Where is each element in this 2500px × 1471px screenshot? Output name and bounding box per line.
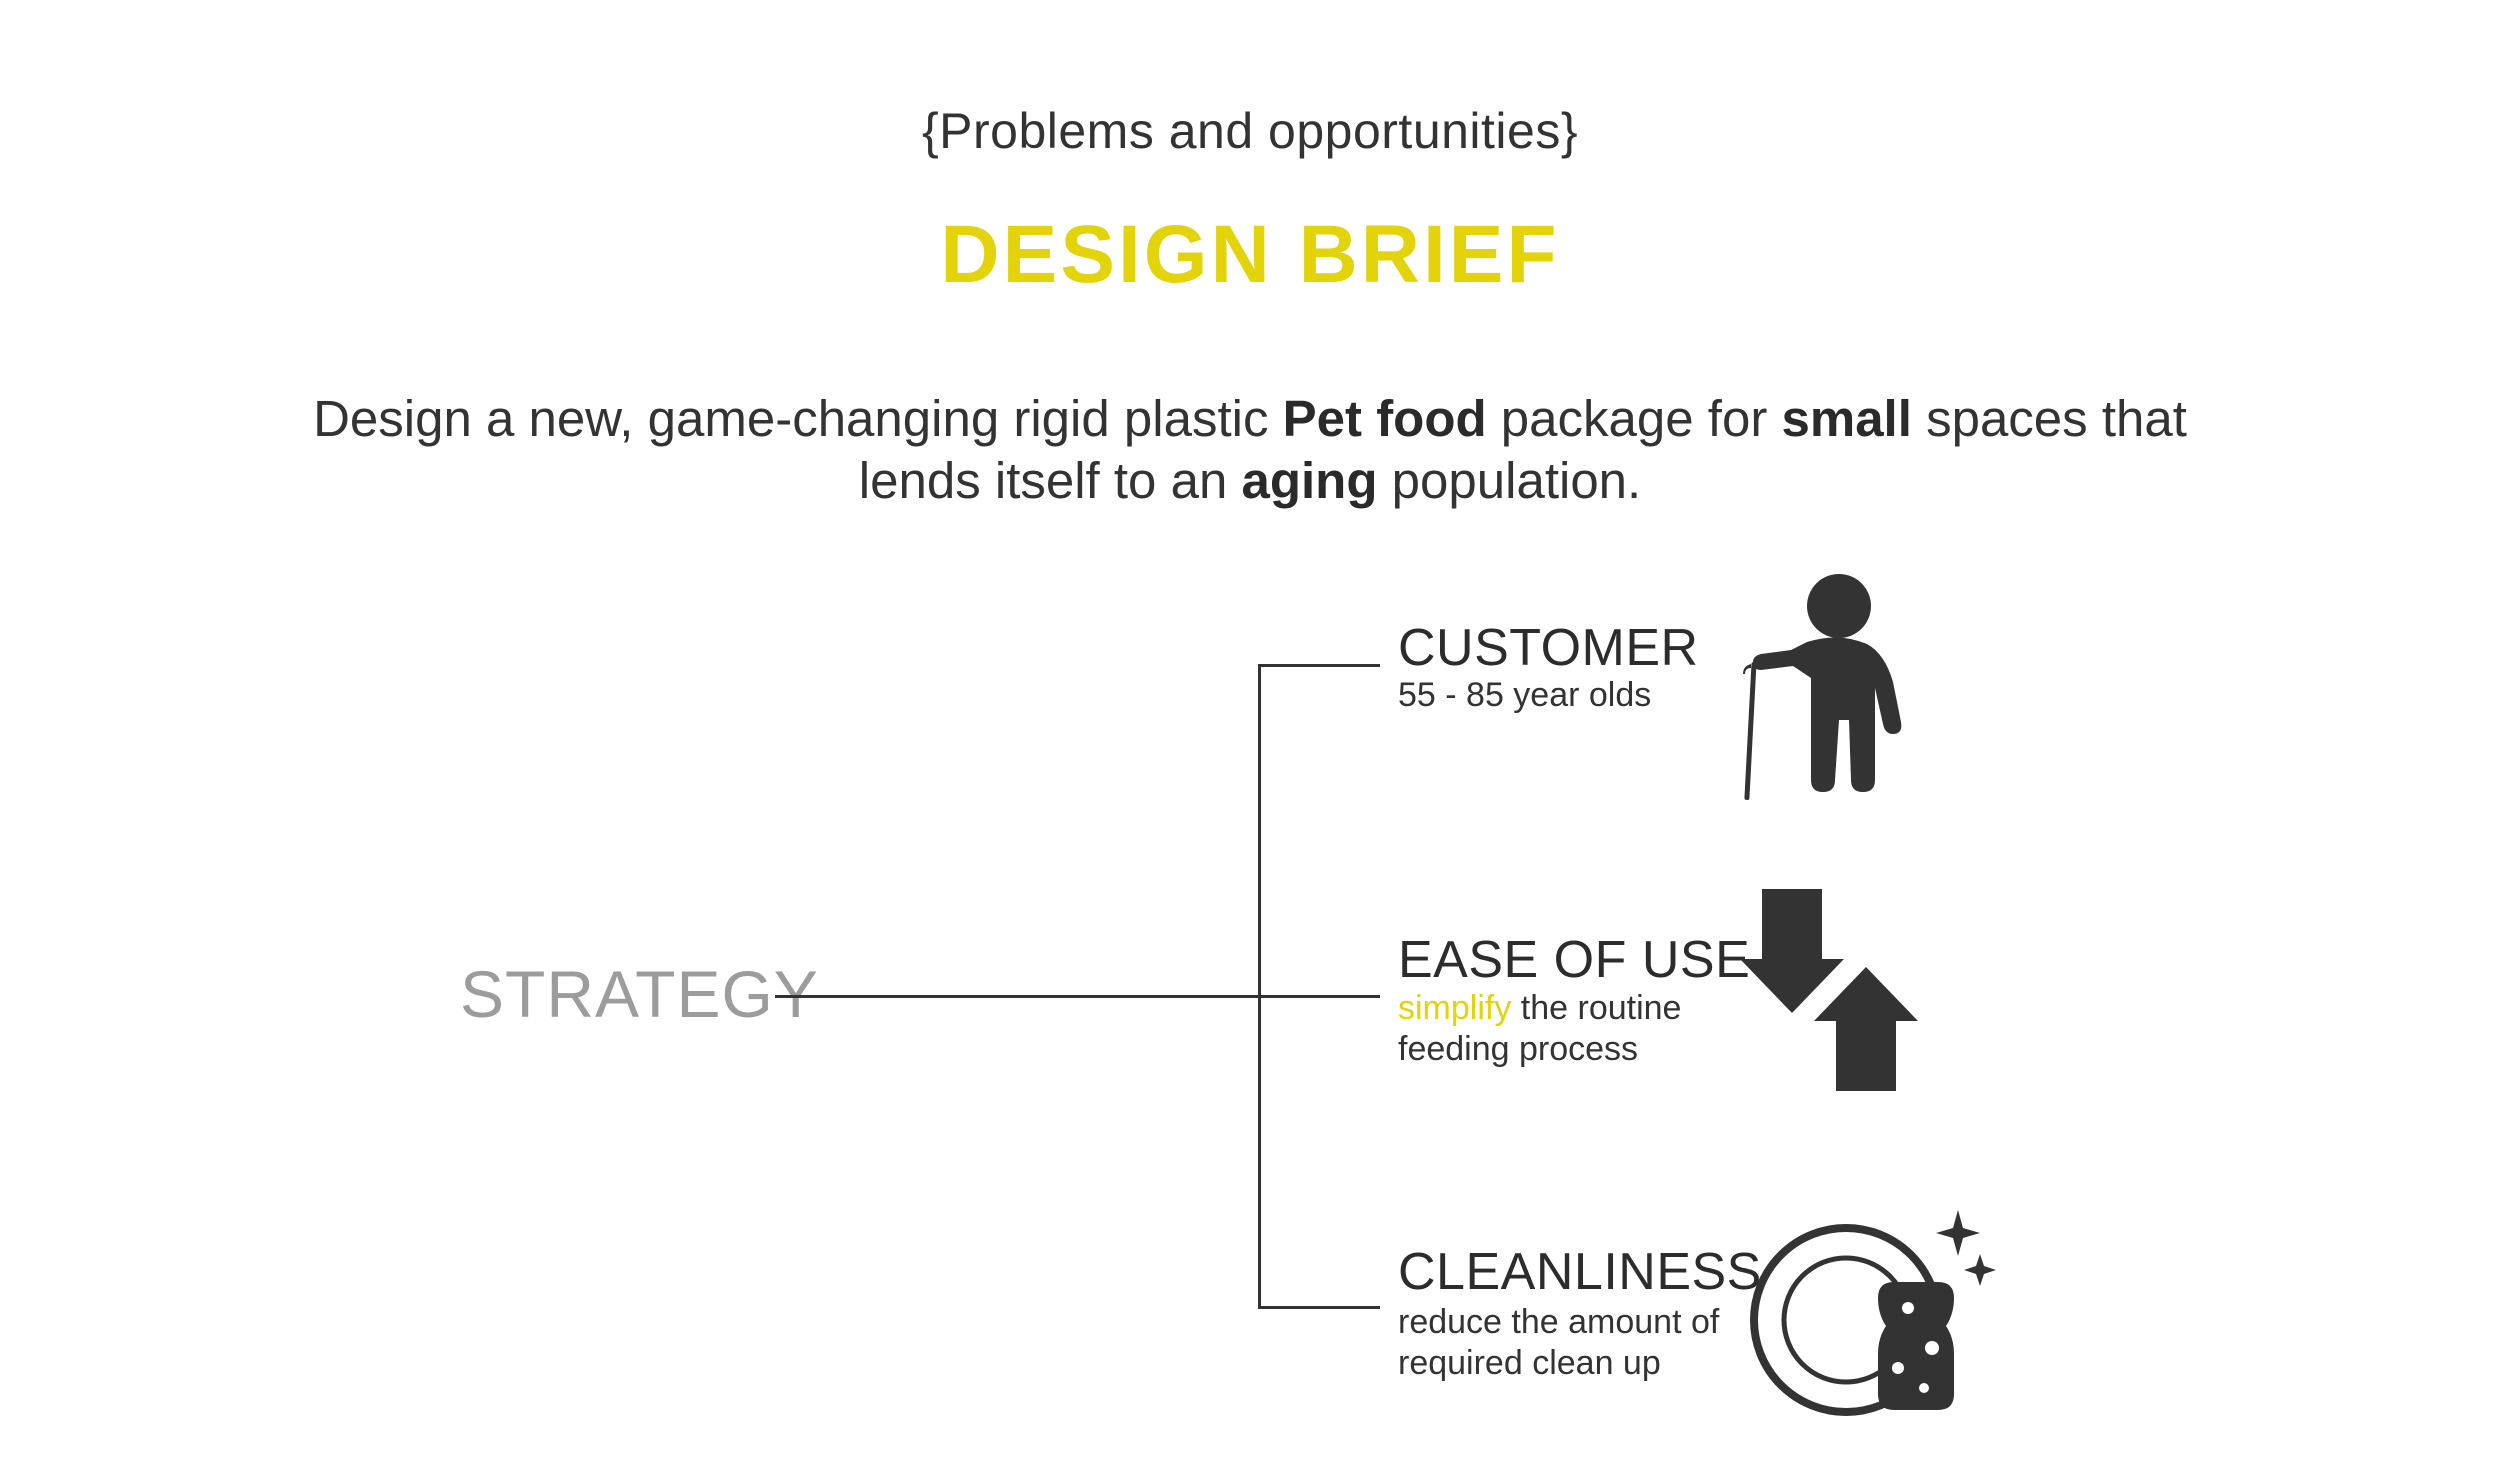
page-title: DESIGN BRIEF [940,209,1560,300]
brief-text: package for [1486,390,1782,447]
elderly-person-icon [1743,574,1902,800]
brief-emphasis-small: small [1781,390,1912,447]
brief-text: population. [1377,452,1642,509]
brief-emphasis-pet-food: Pet food [1282,390,1487,447]
branch-connector-cleanliness [1258,1306,1380,1309]
branch-connector-ease-of-use [1258,995,1380,998]
desc-text: feeding process [1398,1030,1639,1068]
root-connector-line [775,995,1380,998]
brief-statement: Design a new, game-changing rigid plasti… [300,388,2200,512]
desc-text: required clean up [1398,1344,1661,1382]
branch-trunk-line [1258,665,1261,1308]
page-subtitle: {Problems and opportunities} [921,103,1579,159]
desc-text: reduce the amount of [1398,1303,1720,1341]
plate-sponge-icon [1750,1210,1996,1416]
branch-heading-customer: CUSTOMER [1398,619,1699,677]
strategy-label: STRATEGY [460,957,819,1031]
swap-arrows-icon [1740,889,1918,1091]
accent-word-simplify: simplify [1398,989,1512,1027]
brief-text: Design a new, game-changing rigid plasti… [313,390,1283,447]
brief-text: spaces that lends itself to an [858,390,2187,509]
desc-text: the routine [1511,989,1682,1027]
branch-heading-ease-of-use: EASE OF USE [1398,931,1751,989]
brief-emphasis-aging: aging [1241,452,1378,509]
branch-connector-customer [1258,664,1380,667]
branch-desc-cleanliness: reduce the amount of required clean up [1398,1302,1719,1384]
branch-desc-ease-of-use: simplify the routine feeding process [1398,988,1681,1070]
branch-heading-cleanliness: CLEANLINESS [1398,1243,1762,1301]
branch-desc-customer: 55 - 85 year olds [1398,676,1652,714]
